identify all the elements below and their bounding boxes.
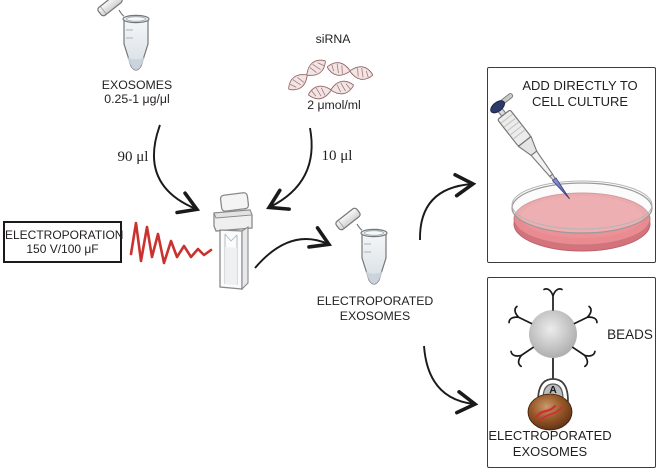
arrow-product-to-cell-culture: [419, 172, 477, 241]
cuvette-icon: [213, 192, 253, 291]
sirna-concentration: 2 μmol/ml: [307, 98, 361, 112]
electroporation-settings: 150 V/100 μF: [26, 242, 99, 256]
exosomes-volume-label: 90 μl: [117, 149, 149, 165]
arrow-sirna-to-cuvette: [266, 127, 313, 211]
bead-product-label: ELECTROPORATED EXOSOMES: [488, 428, 612, 460]
electroporation-label: ELECTROPORATION: [5, 228, 124, 242]
pulse-waveform-icon: [129, 221, 213, 265]
electroporation-settings-box: ELECTROPORATION 150 V/100 μF: [3, 221, 124, 263]
antibody-tag-label: A: [549, 384, 557, 396]
sirna-volume-label: 10 μl: [321, 148, 353, 164]
arrow-exosomes-to-cuvette: [153, 124, 201, 215]
exosome-tube-icon: [96, 0, 150, 71]
sirna-label: siRNA: [315, 32, 351, 46]
electroporated-tube-icon: [334, 206, 388, 285]
cell-culture-label: ADD DIRECTLY TO CELL CULTURE: [522, 78, 638, 110]
sirna-icon: [284, 55, 375, 102]
beads-label: BEADS: [607, 327, 653, 342]
exosomes-concentration: 0.25-1 μg/μl: [104, 92, 170, 106]
product-label: ELECTROPORATED EXOSOMES: [316, 294, 434, 323]
exosomes-label: EXOSOMES: [101, 78, 173, 92]
arrow-product-to-beads: [423, 345, 479, 415]
arrow-cuvette-to-product: [254, 226, 333, 269]
